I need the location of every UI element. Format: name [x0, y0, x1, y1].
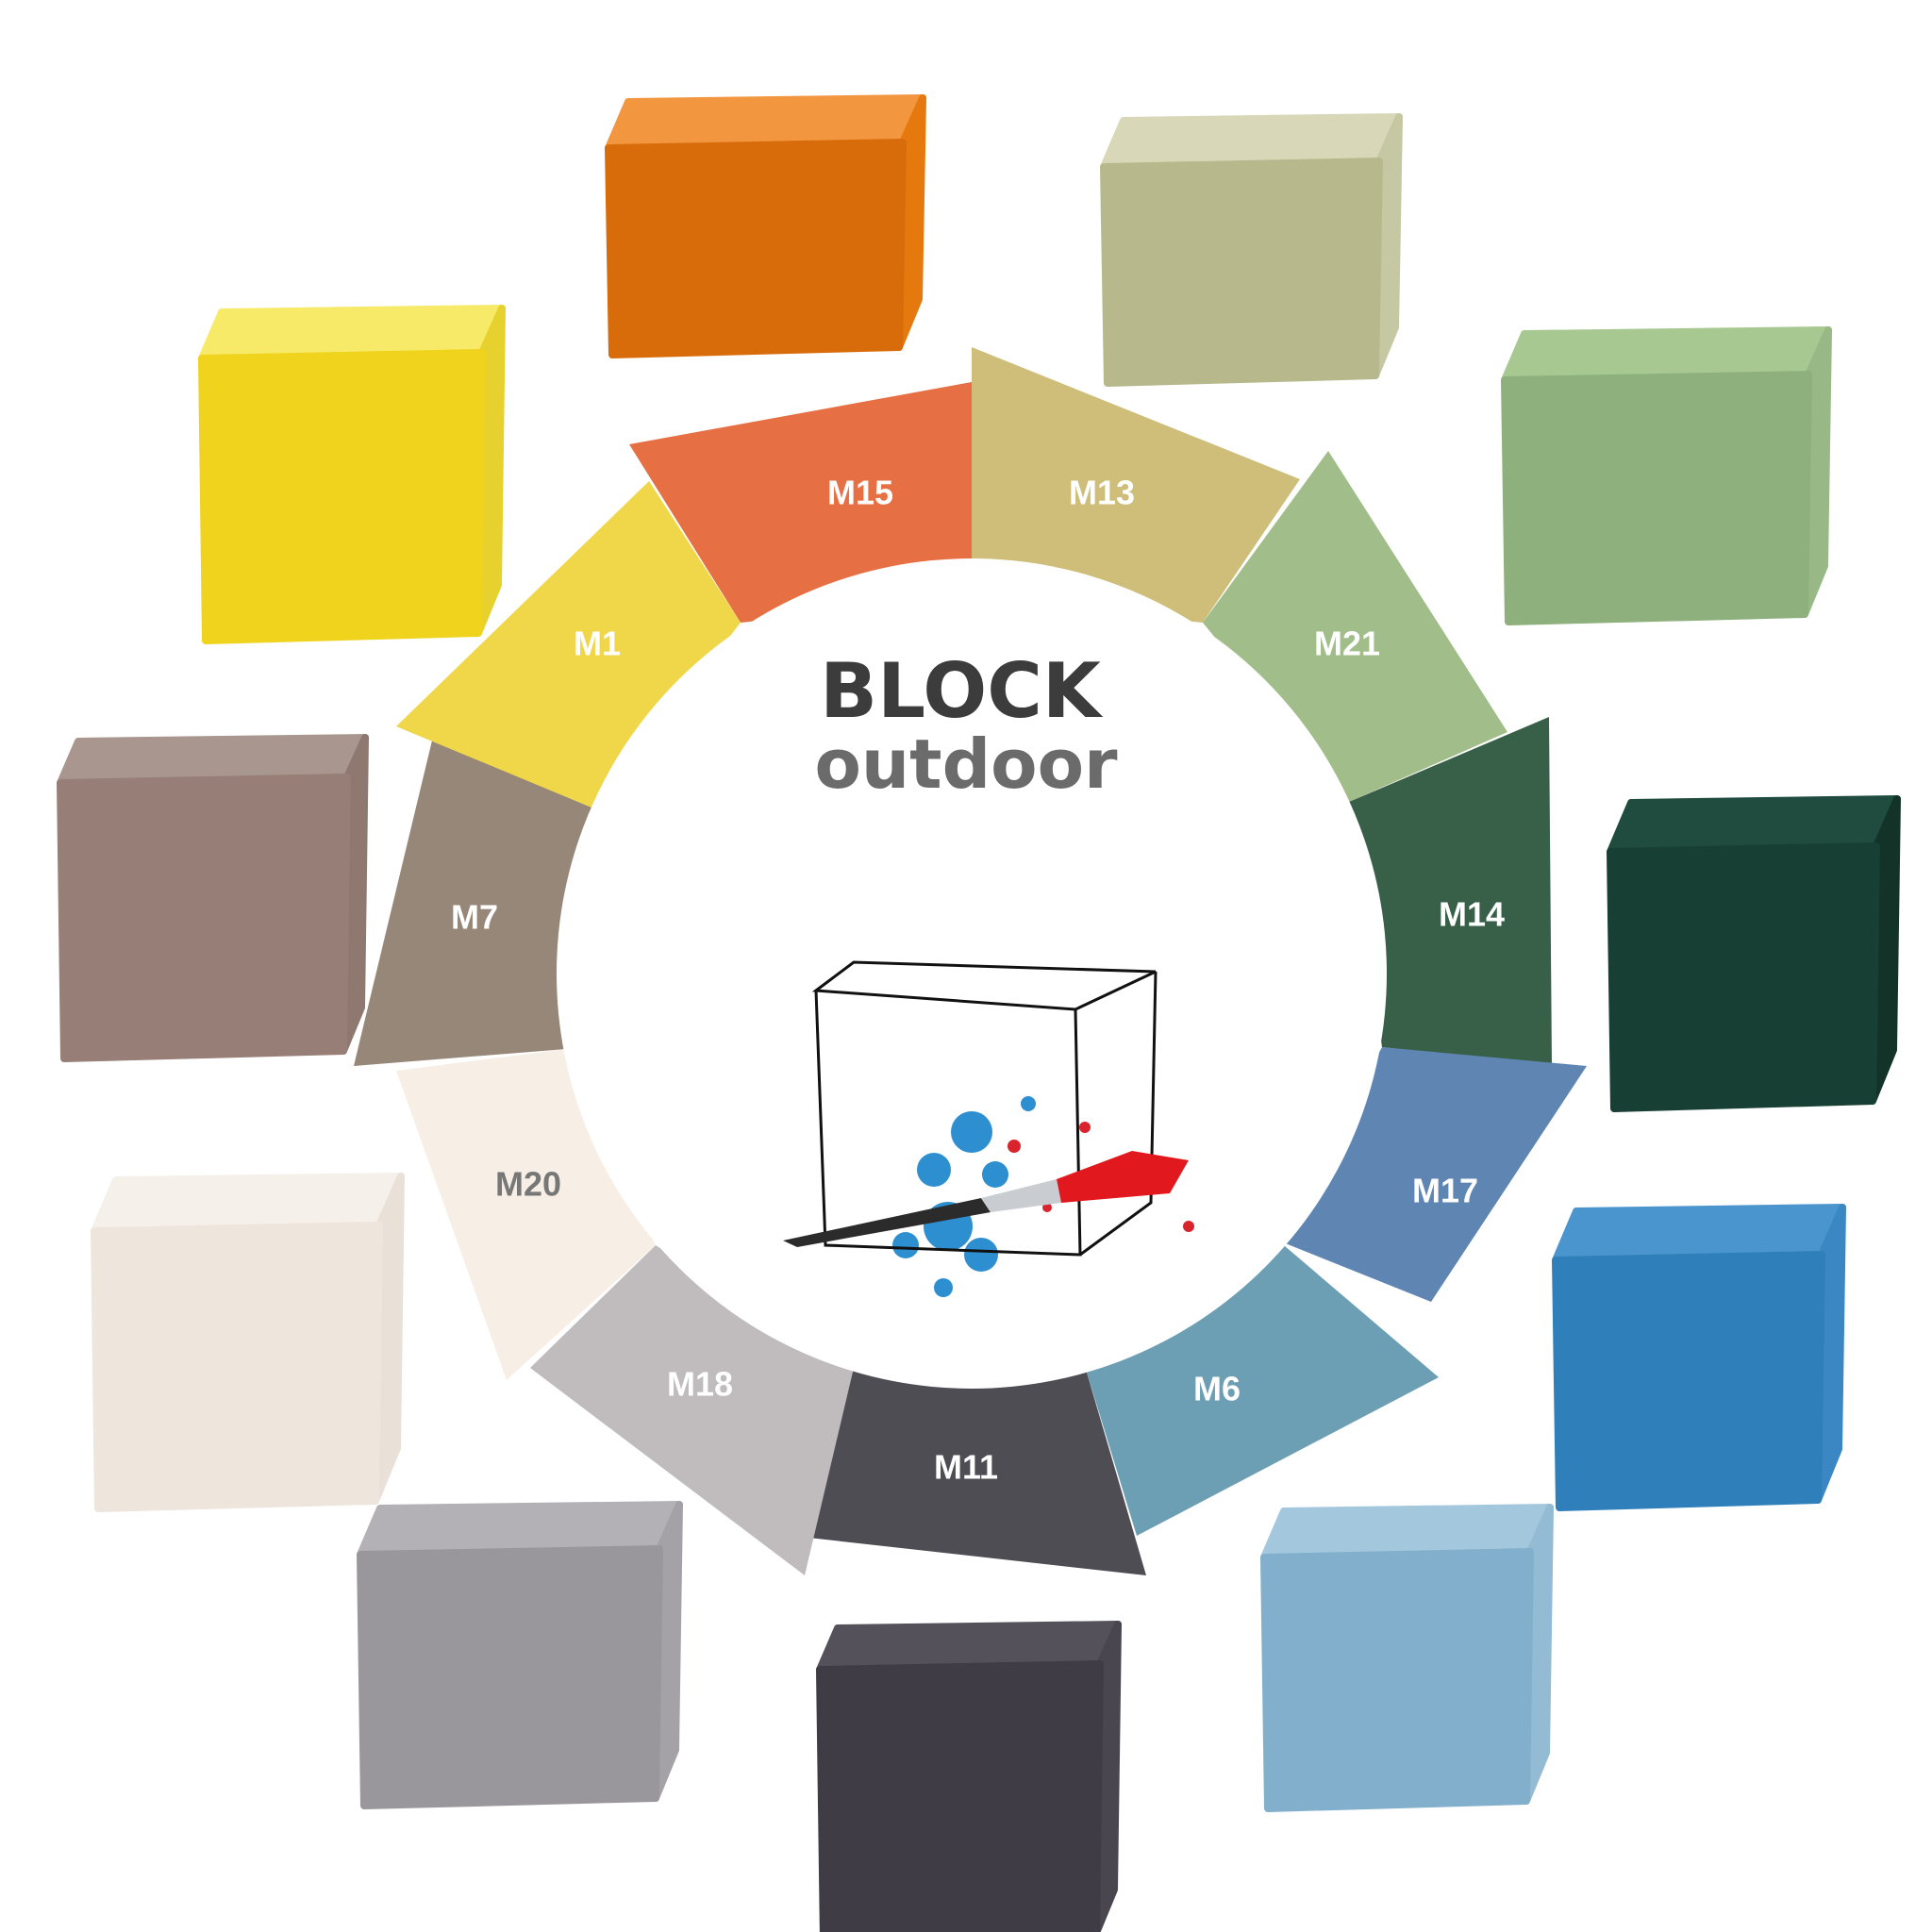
segment-label-m1: M1 — [574, 625, 621, 663]
cube-m15 — [605, 94, 926, 358]
cube-m20 — [91, 1173, 405, 1512]
splash-blob — [892, 1232, 919, 1258]
sketch-cube-side — [1079, 971, 1158, 1257]
splash-blob — [1021, 1096, 1036, 1111]
segment-label-m11: M11 — [934, 1448, 998, 1487]
cube-m14 — [1607, 795, 1901, 1112]
paint-splash-icon — [892, 1096, 1194, 1297]
splash-blob — [951, 1111, 992, 1153]
segment-m7 — [354, 741, 596, 1066]
cube-m21 — [1501, 326, 1832, 625]
sketch-cube-front — [814, 990, 1082, 1257]
brush-handle — [783, 1198, 991, 1247]
segment-label-m21: M21 — [1314, 625, 1380, 663]
segment-label-m15: M15 — [827, 474, 893, 512]
splash-blob — [982, 1161, 1008, 1188]
brush-ferrule — [981, 1179, 1061, 1212]
cube-front — [605, 139, 907, 358]
cube-m1 — [198, 305, 506, 644]
cube-swatches — [57, 94, 1901, 1932]
segment-label-m18: M18 — [667, 1365, 733, 1404]
cube-front — [1501, 371, 1812, 625]
segment-label-m20: M20 — [495, 1165, 561, 1204]
splash-blob — [934, 1278, 953, 1297]
cube-m13 — [1100, 113, 1403, 387]
sketch-cube-icon — [811, 960, 1158, 1257]
brand-subtitle: outdoor — [814, 724, 1118, 804]
cube-front — [1100, 158, 1383, 387]
splash-blob — [964, 1238, 998, 1272]
cube-m11 — [816, 1621, 1122, 1932]
cube-front — [1552, 1251, 1825, 1511]
segment-label-m6: M6 — [1193, 1370, 1241, 1408]
splash-blob — [1042, 1203, 1052, 1212]
cube-m7 — [57, 734, 369, 1062]
segment-label-m7: M7 — [451, 898, 498, 937]
segment-label-m13: M13 — [1069, 474, 1135, 512]
cube-front — [198, 349, 486, 644]
splash-blob — [1079, 1122, 1091, 1133]
cube-m17 — [1552, 1204, 1846, 1511]
segment-m13 — [972, 347, 1300, 623]
segment-m11 — [808, 1366, 1146, 1575]
cube-front — [1607, 842, 1880, 1112]
brand-title: BLOCK — [820, 647, 1104, 735]
cube-front — [816, 1660, 1104, 1932]
paint-cube-illustration — [783, 960, 1194, 1297]
segment-label-m17: M17 — [1412, 1172, 1478, 1210]
segment-m15 — [629, 382, 972, 623]
cube-front — [57, 774, 351, 1062]
paintbrush-icon — [783, 1151, 1189, 1247]
cube-front — [1260, 1548, 1534, 1812]
cube-m6 — [1260, 1504, 1554, 1812]
cube-m18 — [357, 1501, 683, 1809]
center-disc — [557, 558, 1387, 1389]
cube-front — [91, 1222, 383, 1512]
segment-m14 — [1349, 717, 1552, 1066]
brush-bristles — [1057, 1151, 1189, 1203]
splash-blob — [917, 1153, 951, 1187]
splash-blob — [1183, 1221, 1194, 1232]
cube-front — [357, 1545, 663, 1809]
segment-label-m14: M14 — [1439, 895, 1505, 934]
splash-blob — [1008, 1140, 1021, 1153]
